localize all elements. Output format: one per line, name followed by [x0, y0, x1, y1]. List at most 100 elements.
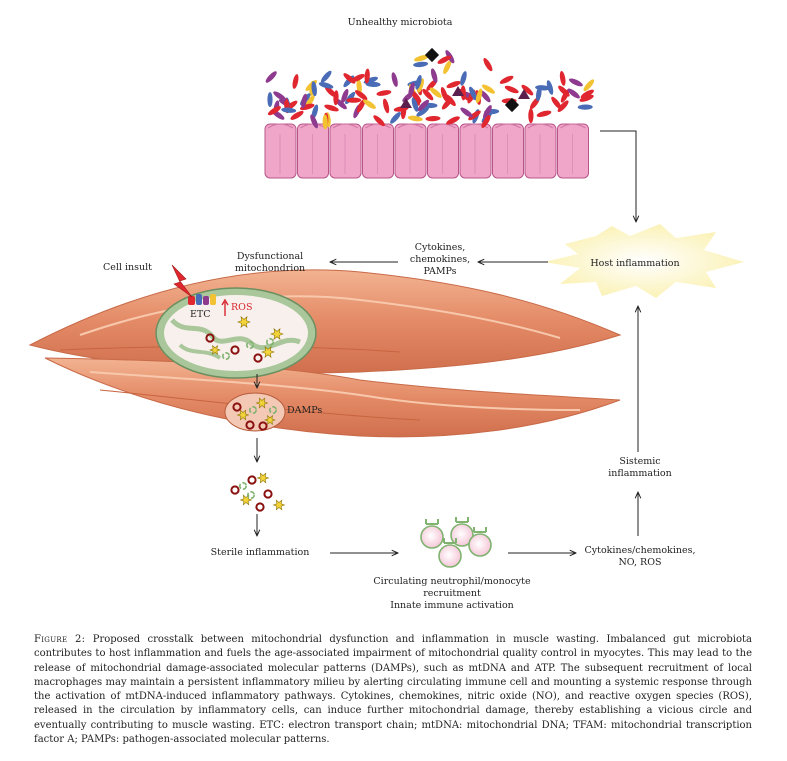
bacterium [558, 85, 570, 97]
label-damps: DAMPs [287, 405, 323, 416]
atp-star [256, 472, 270, 484]
label-dysfunctional-mitochondrion: Dysfunctional mitochondrion [225, 251, 315, 275]
bacterium [483, 105, 492, 119]
epithelial-cell [394, 123, 427, 179]
bacterium [460, 107, 473, 118]
bacterium [460, 71, 467, 86]
epithelial-cell [264, 123, 297, 179]
bacterium [363, 99, 376, 109]
microbiota-bacteria [265, 47, 595, 130]
bacterium [341, 88, 349, 104]
atp-star [237, 316, 251, 328]
bacterium [417, 99, 430, 112]
bacterium [382, 98, 390, 114]
bacterium [475, 88, 483, 104]
atp-star [272, 499, 286, 511]
bacterium [299, 103, 315, 111]
label-line: recruitment [423, 588, 481, 599]
tfam-loop [249, 405, 258, 414]
mtdna-ring [253, 353, 263, 363]
label-line: inflammation [608, 468, 672, 479]
bacterium [468, 110, 481, 121]
figure-caption: Figure 2: Proposed crosstalk between mit… [34, 633, 752, 747]
bacterium [480, 90, 491, 103]
bacterium [579, 94, 594, 102]
bacterium [440, 87, 448, 102]
bacterium [273, 91, 287, 101]
bacterium [569, 78, 583, 87]
mtdna-ring [245, 420, 255, 430]
bacterium [499, 75, 514, 84]
bacterium [446, 116, 460, 125]
bacterium [413, 61, 429, 68]
immune-cell [420, 519, 444, 549]
gut-epithelium [264, 123, 589, 179]
microvilli [365, 123, 391, 129]
bacterium [551, 96, 562, 110]
bacterium [425, 115, 441, 122]
bacterium [320, 70, 332, 83]
epithelial-cell [297, 123, 329, 179]
bacterium [577, 104, 593, 110]
tfam-loop [222, 351, 231, 360]
bacterium [483, 58, 493, 72]
bacterium [351, 73, 365, 83]
tfam-loop [239, 481, 248, 490]
bacterium [324, 86, 337, 98]
mtdna-ring [258, 421, 268, 431]
bacterium [356, 99, 366, 113]
bacterium [407, 115, 423, 122]
mtdna-ring [205, 333, 215, 343]
label-line: PAMPs [423, 266, 457, 277]
atp-star [261, 346, 275, 358]
label-unhealthy-microbiota: Unhealthy microbiota [347, 17, 453, 28]
bacterium [414, 54, 429, 62]
host-inflammation-burst [544, 224, 744, 298]
bacterium [481, 84, 496, 94]
mtdna-ring [247, 475, 257, 485]
label-circulating-recruitment: Circulating neutrophil/monocyte recruitm… [362, 576, 542, 612]
flow-arrows [257, 130, 638, 553]
microvilli [397, 123, 424, 129]
triangle-particle [452, 86, 464, 96]
label-systemic-inflammation: Sistemic inflammation [600, 456, 680, 480]
mtdna-ring [263, 489, 273, 499]
bacterium [411, 97, 419, 112]
bacterium [437, 55, 452, 64]
bacterium [318, 82, 334, 89]
epithelial-cell [329, 123, 362, 179]
bacterium [422, 88, 434, 101]
tfam-loop [246, 340, 255, 349]
bacterium [311, 104, 319, 119]
bacterium [528, 108, 534, 124]
bacterium [536, 110, 552, 117]
bacterium [521, 84, 534, 96]
bacterium [504, 85, 519, 94]
epithelial-cell [524, 123, 557, 179]
epithelial-cell [557, 123, 589, 179]
bacterium [415, 75, 422, 90]
bacterium [411, 90, 422, 103]
diamond-particle [504, 97, 520, 113]
mtdna-ring [230, 485, 240, 495]
bacterium [559, 71, 566, 86]
label-line: Innate immune activation [390, 600, 514, 611]
microvilli [495, 123, 521, 129]
atp-star [236, 409, 250, 421]
diamond-particle [424, 47, 440, 63]
label-sterile-inflammation: Sterile inflammation [210, 547, 310, 558]
triangle-particle [518, 89, 530, 99]
atp-star [239, 494, 253, 506]
microvilli [430, 123, 456, 129]
bacterium [481, 114, 491, 129]
label-line: Dysfunctional [236, 251, 304, 262]
epithelial-cell [362, 123, 394, 179]
tfam-loop [265, 337, 274, 346]
label-line: Circulating neutrophil/monocyte [373, 576, 531, 587]
bacterium [416, 106, 430, 117]
epithelial-cell [427, 123, 459, 179]
bacterium [265, 71, 277, 83]
bacterium [292, 74, 299, 89]
label-cytokines-chemokines-pamps: Cytokines, chemokines, PAMPs [395, 242, 485, 278]
caption-text: Proposed crosstalk between mitochondrial… [34, 634, 752, 746]
